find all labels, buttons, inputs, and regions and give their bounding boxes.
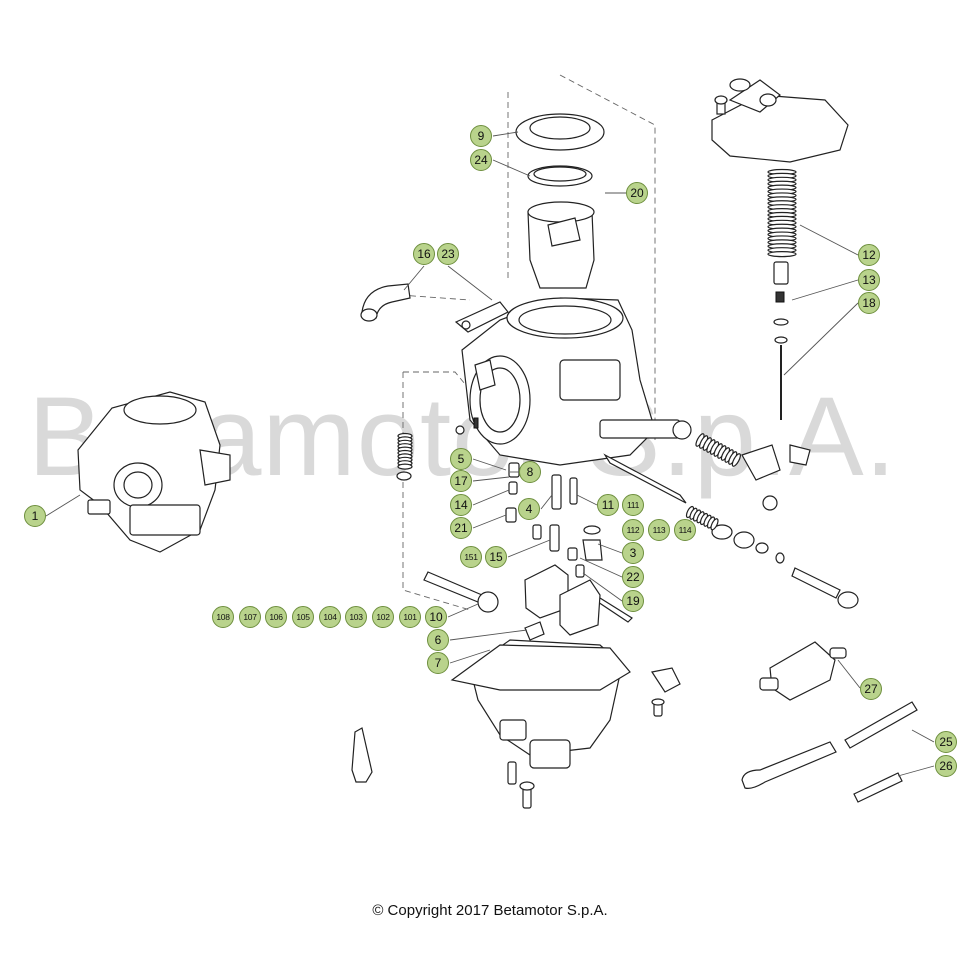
callout-111[interactable]: 111 [622, 494, 644, 516]
callout-107[interactable]: 107 [239, 606, 261, 628]
pilot-screw-part [423, 571, 499, 613]
callout-3[interactable]: 3 [622, 542, 644, 564]
mixture-spring-part [685, 505, 719, 531]
spring-coil [767, 250, 797, 258]
callout-12[interactable]: 12 [858, 244, 880, 266]
carburetor-body-part [461, 297, 692, 466]
callout-15[interactable]: 15 [485, 546, 507, 568]
callout-17[interactable]: 17 [450, 470, 472, 492]
callout-113[interactable]: 113 [648, 519, 670, 541]
right-spring-part [695, 433, 741, 467]
idle-spring-part [397, 432, 413, 470]
top-cap-part [711, 78, 849, 163]
callout-105[interactable]: 105 [292, 606, 314, 628]
callout-21[interactable]: 21 [450, 517, 472, 539]
copyright-notice: © Copyright 2017 Betamotor S.p.A. [372, 902, 608, 919]
spring-part [767, 168, 797, 258]
callout-101[interactable]: 101 [399, 606, 421, 628]
needle-part [773, 261, 789, 420]
clip-part [351, 727, 373, 783]
float-bowl-part [450, 639, 681, 809]
callout-19[interactable]: 19 [622, 590, 644, 612]
callout-114[interactable]: 114 [674, 519, 696, 541]
callout-23[interactable]: 23 [437, 243, 459, 265]
callout-14[interactable]: 14 [450, 494, 472, 516]
callout-27[interactable]: 27 [860, 678, 882, 700]
callout-18[interactable]: 18 [858, 292, 880, 314]
callout-151[interactable]: 151 [460, 546, 482, 568]
callout-103[interactable]: 103 [345, 606, 367, 628]
callout-108[interactable]: 108 [212, 606, 234, 628]
callout-1[interactable]: 1 [24, 505, 46, 527]
spring-coil [397, 463, 413, 470]
callout-22[interactable]: 22 [622, 566, 644, 588]
hose-part [741, 701, 918, 803]
callout-5[interactable]: 5 [450, 448, 472, 470]
carburetor-assembly-part [77, 391, 231, 553]
callout-20[interactable]: 20 [626, 182, 648, 204]
callout-102[interactable]: 102 [372, 606, 394, 628]
leader-lines [45, 131, 935, 777]
callout-6[interactable]: 6 [427, 629, 449, 651]
callout-8[interactable]: 8 [519, 461, 541, 483]
callout-26[interactable]: 26 [935, 755, 957, 777]
callout-16[interactable]: 16 [413, 243, 435, 265]
callout-112[interactable]: 112 [622, 519, 644, 541]
callout-4[interactable]: 4 [518, 498, 540, 520]
callout-24[interactable]: 24 [470, 149, 492, 171]
callout-11[interactable]: 11 [597, 494, 619, 516]
bracket-part [454, 301, 509, 333]
sensor-part [759, 641, 847, 701]
callout-104[interactable]: 104 [319, 606, 341, 628]
callout-9[interactable]: 9 [470, 125, 492, 147]
callout-13[interactable]: 13 [858, 269, 880, 291]
callout-10[interactable]: 10 [425, 606, 447, 628]
float-part [524, 564, 601, 641]
diaphragm-and-slide-parts [515, 113, 605, 289]
jets-part [396, 417, 633, 623]
hose-elbow-part [360, 283, 411, 322]
callout-25[interactable]: 25 [935, 731, 957, 753]
spring-coil [710, 518, 719, 531]
throttle-shaft-part [603, 433, 859, 609]
callout-106[interactable]: 106 [265, 606, 287, 628]
spring-coil [731, 453, 741, 467]
callout-7[interactable]: 7 [427, 652, 449, 674]
